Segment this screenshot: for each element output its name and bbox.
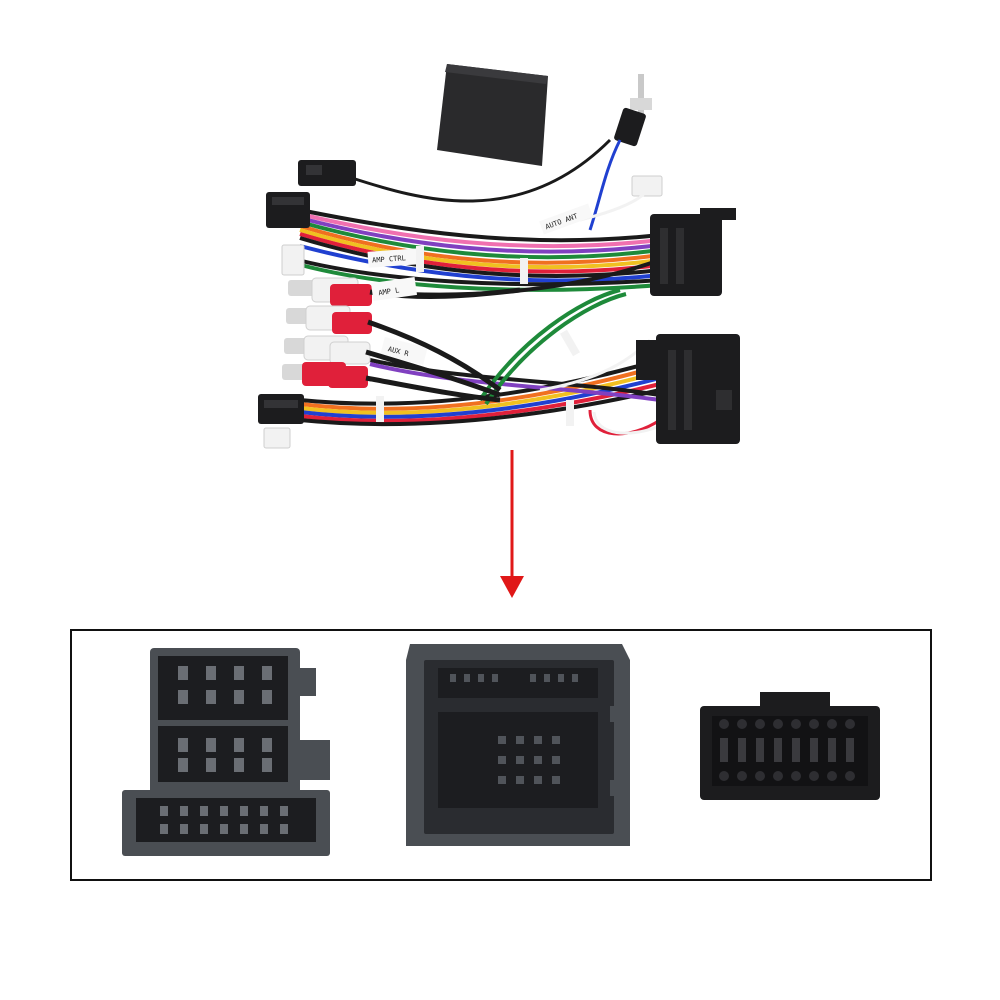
upper-right-iso-connector <box>650 208 736 296</box>
wire-label-amp-ctrl: AMP CTRL <box>372 254 406 264</box>
down-arrow <box>500 450 524 598</box>
iso-connector-front <box>122 648 330 856</box>
wire-label-amp-l: AMP L <box>378 286 400 297</box>
label-sleeves: AMP CTRL AUTO ANT AMP L AUX R <box>367 203 593 366</box>
lower-wire-bundle <box>299 288 661 436</box>
rca-plugs-lower <box>282 305 502 403</box>
antenna-plug <box>588 74 652 231</box>
lower-left-black-connector <box>258 394 304 424</box>
sixteen-pin-connector-front <box>700 692 880 800</box>
zip-ties <box>376 246 580 426</box>
small-plug-connector <box>298 160 356 186</box>
connector-closeup-panel <box>70 629 932 881</box>
filter-box <box>437 64 548 166</box>
upper-left-black-connector <box>266 192 310 228</box>
quadlock-connector-front <box>406 644 630 846</box>
lower-right-iso-connector <box>636 334 740 444</box>
wiring-harness: AMP CTRL AUTO ANT AMP L AUX R <box>258 64 740 449</box>
upper-wire-bundle <box>289 189 661 297</box>
